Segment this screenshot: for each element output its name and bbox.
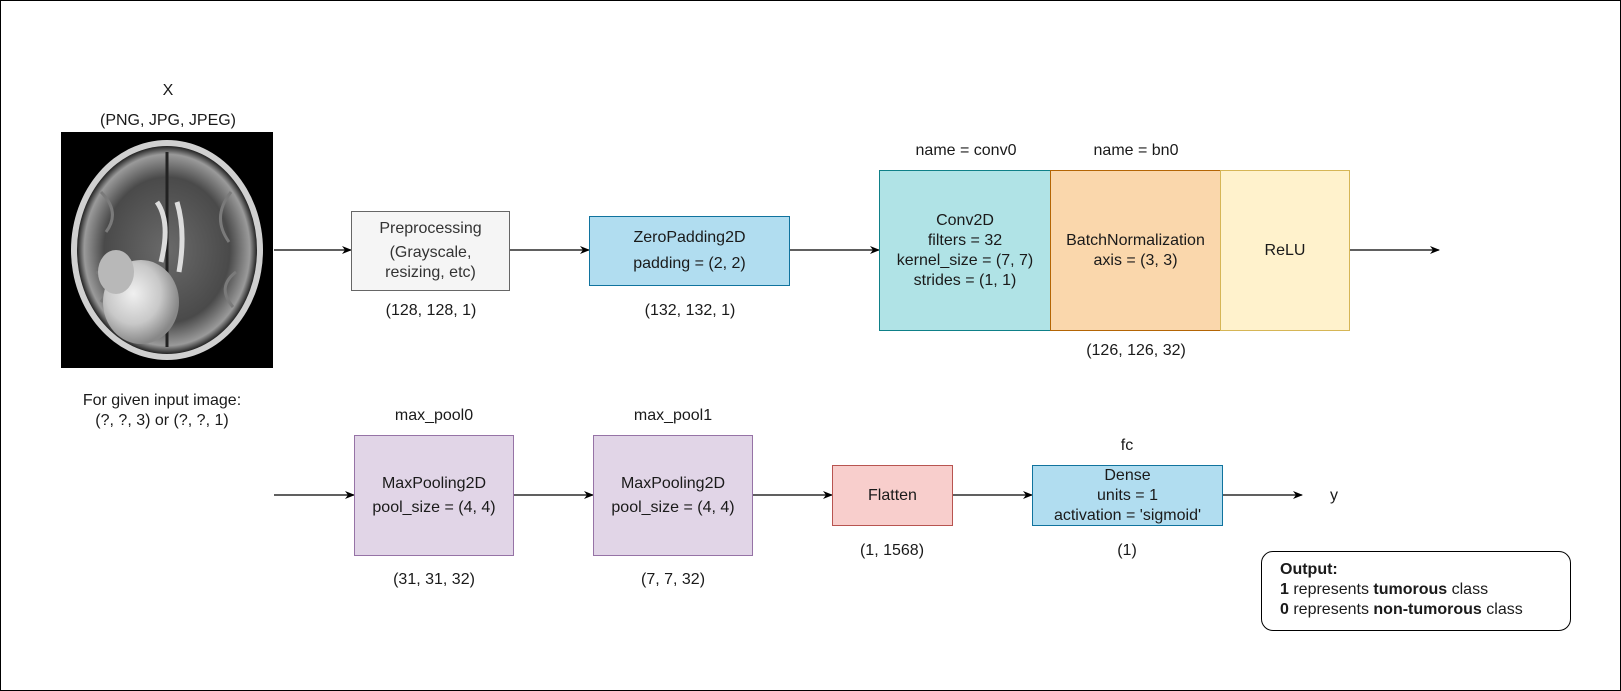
batchnorm-box: BatchNormalization axis = (3, 3) bbox=[1050, 170, 1221, 331]
maxpool0-pool-size: pool_size = (4, 4) bbox=[372, 498, 496, 516]
dense-activation: activation = 'sigmoid' bbox=[1053, 506, 1202, 524]
zeropad-box: ZeroPadding2D padding = (2, 2) bbox=[589, 216, 790, 286]
flatten-box: Flatten bbox=[832, 465, 953, 526]
brain-mri-image bbox=[61, 132, 273, 368]
output-legend-row-tumorous: 1 represents tumorous class bbox=[1280, 581, 1489, 598]
input-formats: (PNG, JPG, JPEG) bbox=[99, 112, 237, 129]
pool1-layer-name: max_pool1 bbox=[633, 407, 713, 424]
bn-layer-name: name = bn0 bbox=[1093, 142, 1179, 159]
batchnorm-title: BatchNormalization bbox=[1066, 231, 1205, 249]
preprocessing-detail-1: (Grayscale, bbox=[389, 244, 472, 261]
relu-label: ReLU bbox=[1264, 241, 1306, 259]
pool1-shape: (7, 7, 32) bbox=[640, 571, 706, 588]
input-note-line1: For given input image: bbox=[82, 392, 242, 409]
maxpool0-box: MaxPooling2D pool_size = (4, 4) bbox=[354, 435, 514, 556]
conv-layer-name: name = conv0 bbox=[915, 142, 1017, 159]
preprocessing-box: Preprocessing (Grayscale, resizing, etc) bbox=[351, 211, 510, 291]
output-y-label: y bbox=[1330, 487, 1338, 504]
input-name: X bbox=[162, 82, 174, 99]
preprocessing-detail-2: resizing, etc) bbox=[385, 264, 476, 281]
input-note-line2: (?, ?, 3) or (?, ?, 1) bbox=[95, 412, 229, 429]
batchnorm-axis: axis = (3, 3) bbox=[1093, 251, 1178, 269]
output-legend-row-non-tumorous: 0 represents non-tumorous class bbox=[1280, 601, 1523, 618]
preprocessing-title: Preprocessing bbox=[379, 220, 482, 237]
dense-box: Dense units = 1 activation = 'sigmoid' bbox=[1032, 465, 1223, 526]
conv2d-title: Conv2D bbox=[936, 211, 994, 229]
relu-box: ReLU bbox=[1220, 170, 1350, 331]
pool0-shape: (31, 31, 32) bbox=[393, 571, 475, 588]
maxpool1-title: MaxPooling2D bbox=[620, 474, 726, 492]
zeropad-shape: (132, 132, 1) bbox=[644, 302, 736, 319]
conv2d-strides: strides = (1, 1) bbox=[913, 271, 1017, 289]
maxpool1-box: MaxPooling2D pool_size = (4, 4) bbox=[593, 435, 753, 556]
zeropad-title: ZeroPadding2D bbox=[633, 229, 746, 246]
maxpool0-title: MaxPooling2D bbox=[381, 474, 487, 492]
conv2d-kernel-size: kernel_size = (7, 7) bbox=[896, 251, 1034, 269]
flatten-label: Flatten bbox=[868, 486, 917, 504]
zeropad-padding: padding = (2, 2) bbox=[633, 255, 746, 272]
dense-title: Dense bbox=[1104, 466, 1151, 484]
output-legend: Output: 1 represents tumorous class 0 re… bbox=[1261, 551, 1571, 631]
conv2d-filters: filters = 32 bbox=[927, 231, 1003, 249]
pool0-layer-name: max_pool0 bbox=[394, 407, 474, 424]
preprocessing-shape: (128, 128, 1) bbox=[385, 302, 477, 319]
conv-block-shape: (126, 126, 32) bbox=[1086, 342, 1186, 359]
flatten-shape: (1, 1568) bbox=[859, 542, 925, 559]
maxpool1-pool-size: pool_size = (4, 4) bbox=[611, 498, 735, 516]
dense-layer-name: fc bbox=[1120, 437, 1134, 454]
output-legend-title: Output: bbox=[1280, 561, 1338, 578]
dense-shape: (1) bbox=[1117, 542, 1137, 559]
conv2d-box: Conv2D filters = 32 kernel_size = (7, 7)… bbox=[879, 170, 1051, 331]
dense-units: units = 1 bbox=[1097, 486, 1158, 504]
